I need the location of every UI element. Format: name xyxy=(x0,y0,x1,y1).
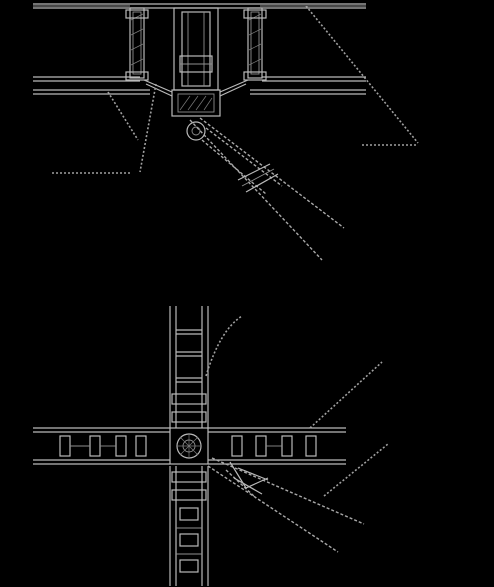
upper-leader xyxy=(205,315,243,377)
vertical-ladder-upper xyxy=(169,306,209,428)
junction-block xyxy=(169,427,209,465)
bottom-diagonal-arm xyxy=(207,457,365,553)
bottom-leaders xyxy=(309,361,389,497)
central-channel xyxy=(173,7,219,91)
horizontal-ladder-right xyxy=(208,427,346,465)
top-section-detail xyxy=(33,3,419,261)
horizontal-ladder-left xyxy=(33,427,170,465)
hub-braces xyxy=(143,79,249,97)
right-post xyxy=(243,7,267,81)
diagonal-arm xyxy=(189,117,345,261)
top-leaders xyxy=(52,5,419,174)
bottom-section-detail xyxy=(33,306,389,586)
hub-block xyxy=(171,89,221,141)
left-post xyxy=(125,7,149,81)
vertical-ladder-lower xyxy=(169,466,209,586)
lower-rail xyxy=(33,76,366,95)
